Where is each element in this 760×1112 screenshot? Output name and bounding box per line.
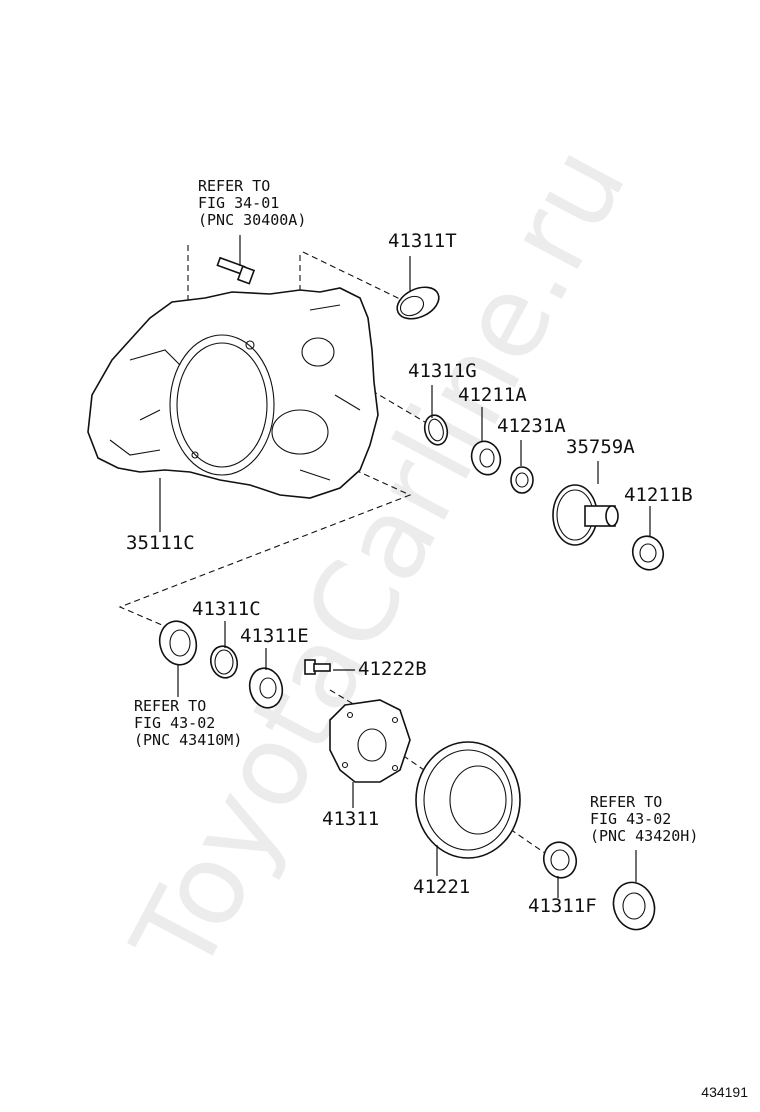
transaxle-housing-35111C[interactable] [87,287,379,499]
refer-left-line3: (PNC 43410M) [134,731,243,749]
bearing-41231A[interactable] [510,466,534,494]
label-41311G: 41311G [408,360,477,382]
label-41311T: 41311T [388,230,457,252]
refer-note-top: REFER TO FIG 34-01 (PNC 30400A) [198,178,306,229]
refer-right-line1: REFER TO [590,793,663,811]
bearing-41311T[interactable] [392,281,444,325]
label-41222B: 41222B [358,658,427,680]
bolt[interactable] [216,256,256,285]
label-41221: 41221 [413,876,471,898]
label-35111C: 35111C [126,532,195,554]
diagram-code: 434191 [701,1084,748,1100]
label-35759A: 35759A [566,436,635,458]
label-41311E: 41311E [240,625,309,647]
refer-note-left: REFER TO FIG 43-02 (PNC 43410M) [134,698,242,749]
label-41311: 41311 [322,808,380,830]
refer-top-line1: REFER TO [198,177,271,195]
label-41311C: 41311C [192,598,261,620]
ring-gear-41221[interactable] [415,741,521,859]
label-41311F: 41311F [528,895,597,917]
bearing-ref-43410M[interactable] [155,617,201,669]
label-41211A: 41211A [458,384,527,406]
refer-note-right: REFER TO FIG 43-02 (PNC 43420H) [590,794,698,845]
refer-right-line3: (PNC 43420H) [590,827,699,845]
refer-top-line3: (PNC 30400A) [198,211,307,229]
label-41231A: 41231A [497,415,566,437]
bearing-41311E[interactable] [245,665,286,712]
gear-35759A[interactable] [552,484,619,546]
differential-case-41311[interactable] [329,699,411,783]
refer-left-line2: FIG 43-02 [134,714,216,732]
refer-right-line2: FIG 43-02 [590,810,672,828]
refer-left-line1: REFER TO [134,697,207,715]
bearing-ref-43420H[interactable] [607,877,661,936]
seal-41311C[interactable] [207,643,240,681]
label-41211B: 41211B [624,484,693,506]
race-41211B[interactable] [628,532,668,574]
seal-41311G[interactable] [421,413,450,448]
leader-lines [159,235,651,898]
bolt-41222B[interactable] [304,659,331,675]
bearing-41311F[interactable] [539,838,581,883]
race-41211A[interactable] [467,437,505,479]
refer-top-line2: FIG 34-01 [198,194,280,212]
